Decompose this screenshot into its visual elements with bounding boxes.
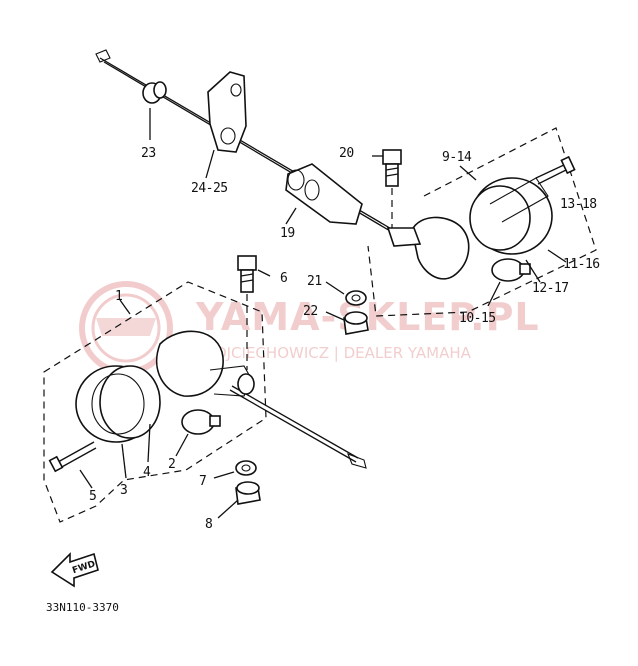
leader-12-17 [525, 259, 541, 283]
callout-22: 22 [303, 304, 318, 319]
callout-21: 21 [307, 274, 322, 289]
callout-9-14: 9-14 [442, 150, 472, 165]
diagram-code: 33N110-3370 [46, 601, 119, 614]
callout-23: 23 [141, 146, 156, 161]
front-assembly-outline [43, 281, 267, 523]
part-23-grommet [142, 81, 167, 140]
callout-4: 4 [143, 465, 151, 480]
part-3-lens [75, 365, 161, 479]
callout-7: 7 [199, 474, 206, 489]
part-6-bolt [237, 255, 271, 370]
part-2-bulb [175, 409, 221, 457]
callout-8: 8 [205, 517, 212, 532]
part-19-holder [285, 163, 363, 225]
callout-6: 6 [280, 271, 287, 286]
part-11-16-lens [469, 177, 567, 263]
part-8-nut [217, 481, 261, 519]
callout-24-25: 24-25 [191, 181, 228, 196]
part-10-15-bulb [487, 258, 531, 307]
callout-11-16: 11-16 [563, 257, 600, 272]
callouts: 1 2 3 4 5 6 7 8 9-14 10-15 11-16 12-17 1… [89, 146, 600, 532]
watermark-tagline: WOJCIECHOWICZ | DEALER YAMAHA [200, 344, 472, 362]
part-24-25-bracket [205, 71, 247, 179]
leader-4 [147, 423, 151, 463]
part-13-18-screw [535, 155, 576, 185]
callout-12-17: 12-17 [532, 281, 569, 296]
part-21-washer [325, 281, 367, 306]
fwd-arrow-icon: FWD [50, 552, 99, 588]
callout-5: 5 [89, 489, 96, 504]
callout-20: 20 [339, 146, 354, 161]
part-9-14-signal-body [386, 216, 470, 280]
leader-9-14 [459, 165, 477, 181]
part-22-nut [325, 311, 369, 335]
callout-13-18: 13-18 [560, 197, 597, 212]
callout-19: 19 [280, 226, 295, 241]
part-4-housing [155, 330, 255, 397]
callout-1: 1 [115, 289, 122, 304]
part-20-bolt [372, 149, 402, 232]
part-5-screw [48, 441, 97, 489]
watermark: YAMA-SKLEP.PL WOJCIECHOWICZ | DEALER YAM… [79, 281, 539, 375]
part-7-washer [213, 460, 257, 479]
leader-1 [119, 299, 131, 315]
callout-2: 2 [168, 457, 175, 472]
callout-10-15: 10-15 [459, 311, 496, 326]
rear-assembly-outline [367, 127, 597, 317]
callout-3: 3 [120, 483, 127, 498]
